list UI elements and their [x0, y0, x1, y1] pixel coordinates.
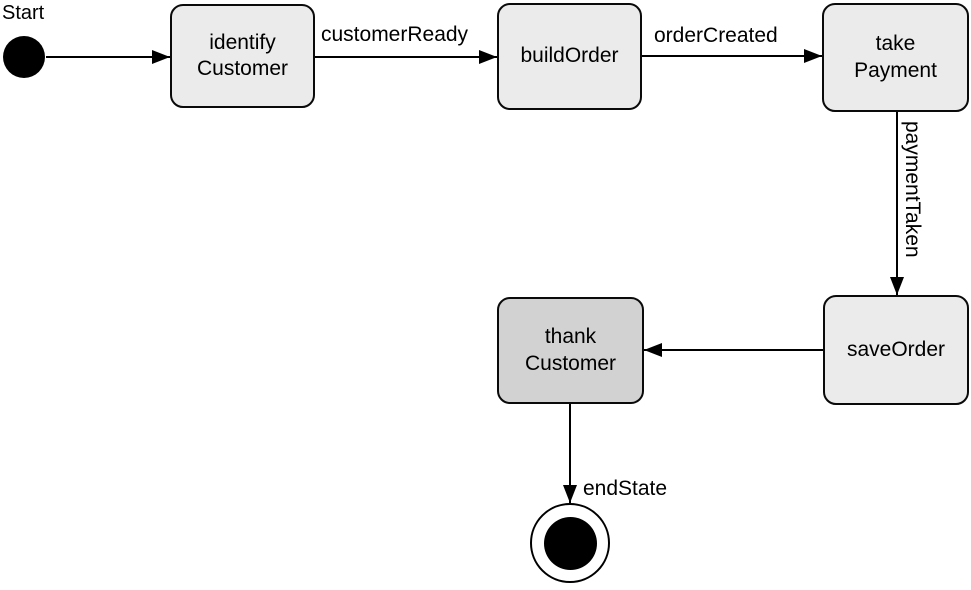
start-label: Start: [2, 2, 45, 24]
state-build-order-label: buildOrder: [520, 44, 619, 68]
end-state-node: [530, 503, 610, 583]
state-take-payment-label: take Payment: [854, 32, 937, 82]
transition-label-payment-taken: paymentTaken: [901, 121, 924, 258]
state-save-order: saveOrder: [823, 295, 969, 405]
end-state-inner-dot: [543, 516, 597, 570]
start-state-node: [3, 36, 45, 78]
state-identify-customer: identify Customer: [170, 4, 315, 108]
end-state-label: endState: [583, 477, 668, 500]
state-save-order-label: saveOrder: [846, 337, 946, 361]
transition-label-order-created: orderCreated: [654, 24, 778, 47]
state-thank-customer-label: thank Customer: [524, 325, 617, 375]
state-take-payment: take Payment: [822, 3, 969, 112]
state-thank-customer: thank Customer: [497, 297, 644, 404]
state-identify-customer-label: identify Customer: [196, 30, 289, 80]
transition-label-customer-ready: customerReady: [321, 23, 469, 46]
state-build-order: buildOrder: [497, 3, 642, 110]
